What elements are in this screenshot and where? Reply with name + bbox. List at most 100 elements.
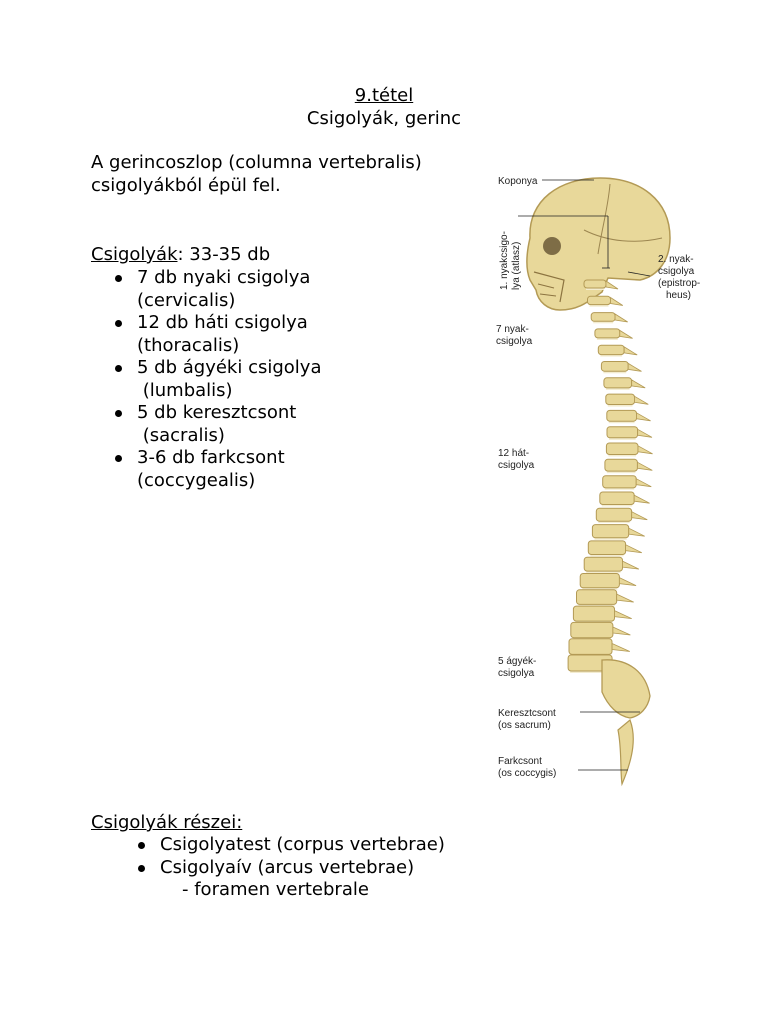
list-item-sub: (coccygealis) (137, 469, 256, 491)
list-item-main: 5 db ágyéki csigolya (137, 357, 322, 378)
vertebra (587, 540, 627, 555)
vertebra (572, 605, 615, 622)
label-back12-line-1: 12 hát- (498, 448, 529, 459)
label-coccyx-line-2: (os coccygis) (498, 768, 556, 779)
vertebrae-count: : 33-35 db (177, 244, 271, 265)
spinous-process (637, 461, 653, 471)
intervertebral-disc (609, 436, 636, 440)
spinous-process (622, 560, 640, 570)
spinous-process (637, 428, 653, 438)
label-atlas-line-2: lya (atlasz) (511, 242, 522, 290)
intro-line-2: csigolyákból épül fel. (91, 174, 281, 196)
label-lumbar5-line-2: csigolya (498, 668, 535, 679)
label-pointers (518, 179, 651, 771)
vertebra (597, 344, 625, 356)
label-neck7-line-2: csigolya (496, 336, 533, 347)
intervertebral-disc (578, 603, 615, 607)
label-lumbar5-line-1: 5 ágyék- (498, 656, 536, 667)
vertebra (570, 621, 614, 639)
spinous-process (635, 478, 652, 488)
parts-list: Csigolyatest (corpus vertebrae) Csigolya… (114, 834, 534, 879)
spinous-process (619, 329, 633, 339)
vertebra (579, 573, 620, 589)
label-sacrum-line-2: (os sacrum) (498, 720, 551, 731)
list-item-main: 7 db nyaki csigolya (137, 267, 311, 288)
vertebrae-heading-text: Csigolyák (91, 244, 178, 265)
label-neck2-line-2: csigolya (658, 266, 695, 277)
intervertebral-disc (607, 403, 633, 407)
list-item-sub: (cervicalis) (137, 289, 236, 311)
page-title: Csigolyák, gerinc (306, 108, 462, 129)
spinous-process (627, 362, 642, 372)
vertebra (604, 458, 638, 472)
vertebrae-heading: Csigolyák: 33-35 db (91, 244, 270, 267)
spinous-process (605, 280, 619, 290)
vertebra (606, 409, 638, 422)
label-atlas-line-1: 1. nyakcsigo- (499, 231, 510, 290)
vertebra (583, 556, 623, 572)
parts-heading: Csigolyák részei: (91, 812, 243, 833)
label-neck2-line-1: 2. nyak- (658, 254, 694, 265)
vertebra (595, 507, 633, 522)
vertebra (603, 377, 633, 389)
list-item-sub: (lumbalis) (137, 379, 233, 401)
section-number: 9.tétel (354, 85, 414, 106)
parts-sub-item: - foramen vertebrale (182, 879, 369, 900)
intro-line-1: A gerincoszlop (columna vertebralis) (91, 152, 422, 173)
spinous-process (619, 576, 637, 586)
intervertebral-disc (596, 337, 618, 340)
list-item: 12 db háti csigolya (thoracalis) (91, 312, 471, 357)
list-item: Csigolyatest (corpus vertebrae) (114, 834, 534, 857)
skull-drawing (526, 177, 671, 311)
vertebra (590, 312, 616, 322)
spinous-process (631, 379, 646, 389)
label-neck2-line-4: heus) (666, 290, 691, 301)
vertebra (600, 361, 629, 372)
coccyx-drawing (617, 718, 634, 787)
vertebrae-list: 7 db nyaki csigolya (cervicalis) 12 db h… (91, 267, 471, 492)
spinous-process (611, 642, 630, 652)
spinous-process (628, 527, 645, 537)
intervertebral-disc (606, 470, 636, 474)
vertebra (591, 524, 630, 539)
list-item: 7 db nyaki csigolya (cervicalis) (91, 267, 471, 312)
spinous-process (625, 544, 642, 554)
label-sacrum-line-1: Keresztcsont (498, 708, 556, 719)
vertebra (606, 426, 639, 439)
vertebra (576, 589, 618, 605)
spinous-process (631, 511, 648, 521)
vertebra (594, 328, 621, 339)
list-item-main: 3-6 db farkcsont (137, 447, 285, 468)
vertebra (602, 475, 637, 489)
list-item: 5 db keresztcsont (sacralis) (91, 402, 471, 447)
vertebra (599, 491, 635, 505)
spinous-process (614, 313, 628, 323)
intervertebral-disc (603, 370, 627, 374)
vertebra (587, 295, 611, 306)
spinous-process (623, 346, 638, 356)
list-item-main: 5 db keresztcsont (137, 402, 297, 423)
list-item-text: Csigolyaív (arcus vertebrae) (160, 856, 415, 878)
list-item: Csigolyaív (arcus vertebrae) (114, 857, 534, 880)
vertebra (568, 638, 613, 655)
intervertebral-disc (608, 420, 635, 424)
spine-illustration: Koponya 1. nyakcsigo- lya (atlasz) 2. ny… (496, 176, 700, 787)
sacrum-drawing (601, 659, 651, 719)
list-item: 5 db ágyéki csigolya (lumbalis) (91, 357, 471, 402)
spinous-process (610, 296, 624, 306)
list-item-main: 12 db háti csigolya (137, 312, 308, 333)
label-koponya: Koponya (498, 176, 538, 187)
label-back12-line-2: csigolya (498, 460, 535, 471)
spinous-process (614, 609, 632, 619)
label-neck2-line-3: (epistrop- (658, 278, 700, 289)
list-item-text: Csigolyatest (corpus vertebrae) (160, 834, 445, 855)
label-neck7-line-1: 7 nyak- (496, 324, 529, 335)
vertebral-column (567, 279, 653, 673)
spinous-process (616, 593, 634, 603)
label-coccyx-line-1: Farkcsont (498, 756, 542, 767)
vertebra (605, 393, 636, 406)
intervertebral-disc (600, 353, 623, 357)
spinous-process (633, 494, 650, 504)
list-item-sub: (thoracalis) (137, 334, 240, 356)
list-item: 3-6 db farkcsont (coccygealis) (91, 447, 471, 492)
